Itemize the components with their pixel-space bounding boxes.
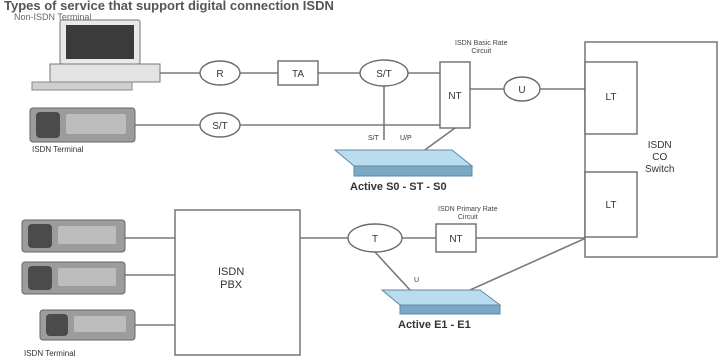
ta-box (277, 60, 319, 86)
u-port-bottom-label: U (414, 277, 419, 284)
isdn-terminal-bottom-label: ISDN Terminal (24, 349, 76, 358)
st-left-label: S/T (212, 121, 228, 132)
nt-bottom-label: NT (449, 234, 462, 245)
st-port-label: S/T (368, 135, 380, 142)
t-point-label: T (372, 234, 378, 245)
device-bottom-label: Active E1 - E1 (398, 319, 471, 331)
r-point-label: R (216, 69, 223, 80)
ta-label: TA (292, 69, 304, 80)
telephone-icon (21, 219, 126, 253)
router-device-icon (380, 289, 502, 315)
t-point-ellipse (347, 223, 403, 253)
wire-nt-device (421, 127, 456, 153)
nt-top-box (439, 61, 471, 129)
computer-icon (31, 19, 161, 91)
isdn-terminal-top-label: ISDN Terminal (32, 145, 84, 154)
r-point-ellipse (199, 60, 241, 86)
wire-t-device (374, 251, 411, 291)
st-left-ellipse (199, 112, 241, 138)
lt-bottom-box (584, 171, 638, 238)
diagram-subtitle: Non-ISDN Terminal (14, 12, 92, 22)
nt-top-label: NT (448, 91, 461, 102)
pri-circuit-label: ISDN Primary Rate Circuit (438, 206, 498, 221)
isdn-pbx-label: ISDN PBX (218, 266, 245, 291)
router-device-icon (333, 149, 474, 177)
telephone-icon (39, 309, 136, 341)
lt-bottom-label: LT (606, 200, 617, 211)
u-top-ellipse (503, 76, 541, 102)
telephone-icon (21, 261, 126, 295)
st-top-label: S/T (376, 69, 392, 80)
isdn-switch-label: ISDN CO Switch (645, 140, 675, 175)
st-top-ellipse (359, 59, 409, 87)
wire-device-lt (469, 237, 587, 291)
lt-top-box (584, 61, 638, 135)
nt-bottom-box (435, 223, 477, 253)
u-top-label: U (518, 85, 525, 96)
u-port-label: U/P (400, 135, 412, 142)
isdn-pbx-box (174, 209, 301, 356)
device-top-label: Active S0 - ST - S0 (350, 181, 447, 193)
telephone-icon (29, 107, 136, 143)
bri-circuit-label: ISDN Basic Rate Circuit (455, 40, 508, 55)
diagram-title: Types of service that support digital co… (4, 0, 334, 13)
lt-top-label: LT (606, 92, 617, 103)
